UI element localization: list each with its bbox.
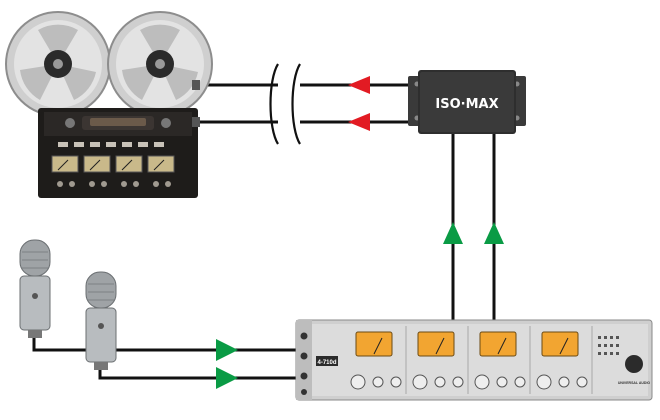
rack-mic-preamp-icon: 4-710d: [295, 319, 653, 401]
return-arrow-1: [348, 76, 370, 94]
preamp-led-meters: [598, 336, 619, 355]
reel-to-reel-tape-machine-icon: [5, 11, 213, 198]
send-arrow-2: [484, 222, 504, 244]
cable-break-icon: [269, 63, 301, 145]
condenser-microphone-icon: [19, 239, 117, 370]
preamp-brand-label: UNIVERSAL AUDIO: [618, 381, 651, 385]
microphone-2: [85, 271, 117, 370]
microphone-1: [19, 239, 51, 338]
mic-arrow-1: [216, 339, 238, 361]
return-arrow-2: [348, 113, 370, 131]
arrows: [216, 76, 504, 389]
brand-logo-icon: [625, 355, 643, 373]
tape-vu-meters: [51, 155, 175, 173]
tape-knobs: [57, 181, 171, 187]
isomax-label: ISO·MAX: [435, 97, 498, 112]
mic-arrow-2: [216, 367, 238, 389]
left-reel: [5, 11, 111, 117]
right-reel: [107, 11, 213, 117]
preamp-model-label: 4-710d: [317, 360, 336, 366]
cable-mic-1: [32, 336, 300, 352]
preamp-vu-meters: [355, 331, 579, 357]
transport-buttons: [58, 142, 164, 147]
send-arrow-1: [443, 222, 463, 244]
cable-mic-2: [98, 365, 300, 380]
isolation-transformer-box-icon: ISO·MAX: [408, 70, 526, 134]
preamp-knobs: [350, 374, 588, 390]
